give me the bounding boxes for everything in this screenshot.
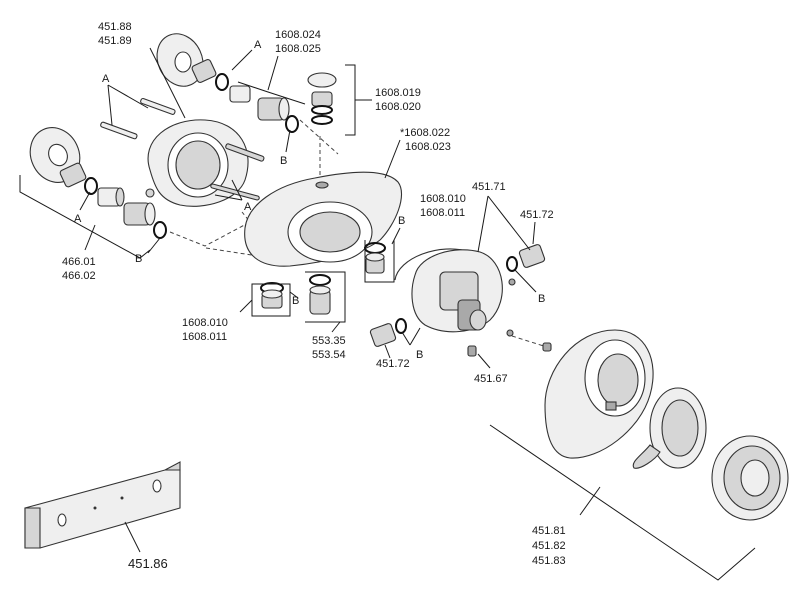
label-b-5: B — [538, 293, 545, 305]
o-ring-top-b — [285, 115, 299, 133]
label-451-72-right: 451.72 — [520, 209, 554, 221]
inlet-assembly-left — [29, 127, 167, 239]
label-451-86: 451.86 — [128, 556, 168, 571]
screw-a-4 — [210, 183, 260, 201]
o-ring-left-b — [153, 221, 167, 239]
backplate-451-88 — [100, 97, 265, 207]
main-body-1608-022 — [244, 171, 403, 267]
wall-bracket-451-86 — [24, 461, 181, 549]
label-1608-010-top: 1608.010 — [420, 193, 466, 205]
trim-shroud — [544, 329, 654, 459]
label-1608-010-bottom: 1608.010 — [182, 317, 228, 329]
label-1608-023: 1608.023 — [405, 141, 451, 153]
label-1608-019: 1608.019 — [375, 87, 421, 99]
trim-lever-ring — [632, 387, 707, 469]
label-466-01: 466.01 — [62, 256, 96, 268]
label-b-6: B — [416, 349, 423, 361]
label-b-3: B — [398, 215, 405, 227]
cap-1608-019 — [307, 72, 337, 125]
part-labels: 451.88 451.89 1608.024 1608.025 1608.019… — [62, 21, 566, 571]
screw-451-67 — [467, 345, 477, 357]
label-451-67: 451.67 — [474, 373, 508, 385]
label-451-88: 451.88 — [98, 21, 132, 33]
escutcheon-plate-top — [156, 33, 204, 87]
label-451-71: 451.71 — [472, 181, 506, 193]
label-1608-024: 1608.024 — [275, 29, 321, 41]
cartridge-553-35 — [309, 274, 331, 315]
insert-left — [97, 187, 125, 207]
valve-assembly-451-71 — [369, 244, 552, 357]
o-ring-top-a — [215, 73, 229, 91]
label-1608-011-bottom: 1608.011 — [182, 331, 227, 343]
label-553-54: 553.54 — [312, 349, 346, 361]
label-a-3: A — [244, 201, 252, 213]
cartridge-451-72-left — [369, 323, 397, 347]
label-a-1: A — [102, 73, 110, 85]
label-451-82: 451.82 — [532, 540, 566, 552]
label-a-4: A — [74, 213, 82, 225]
insert-1608-010-bottom — [260, 282, 284, 309]
screw-small — [145, 188, 155, 198]
insert-top — [229, 85, 251, 103]
hex-nut-top — [191, 59, 217, 83]
screw-a-1 — [140, 97, 176, 115]
check-valve-top — [257, 97, 290, 121]
trim-knob — [711, 435, 789, 521]
leader-lines — [19, 47, 756, 581]
screw-a-3 — [225, 143, 265, 162]
label-1608-025: 1608.025 — [275, 43, 321, 55]
inlet-assembly-top — [156, 33, 299, 133]
label-451-81: 451.81 — [532, 525, 566, 537]
assembly-guide-lines — [169, 119, 551, 349]
label-b-2: B — [135, 253, 142, 265]
hex-nut-left — [59, 162, 87, 188]
label-b-1: B — [280, 155, 287, 167]
label-451-83: 451.83 — [532, 555, 566, 567]
o-ring-left-a — [84, 177, 98, 195]
cartridge-451-72-right — [518, 244, 546, 268]
label-1608-022: *1608.022 — [400, 127, 450, 139]
label-466-02: 466.02 — [62, 270, 96, 282]
label-1608-011-top: 1608.011 — [420, 207, 465, 219]
label-1608-020: 1608.020 — [375, 101, 421, 113]
label-b-4: B — [292, 295, 299, 307]
label-553-35: 553.35 — [312, 335, 346, 347]
label-451-89: 451.89 — [98, 35, 132, 47]
screw-a-2 — [100, 121, 138, 140]
label-451-72-left: 451.72 — [376, 358, 410, 370]
label-a-2: A — [254, 39, 262, 51]
check-valve-left — [123, 202, 156, 226]
